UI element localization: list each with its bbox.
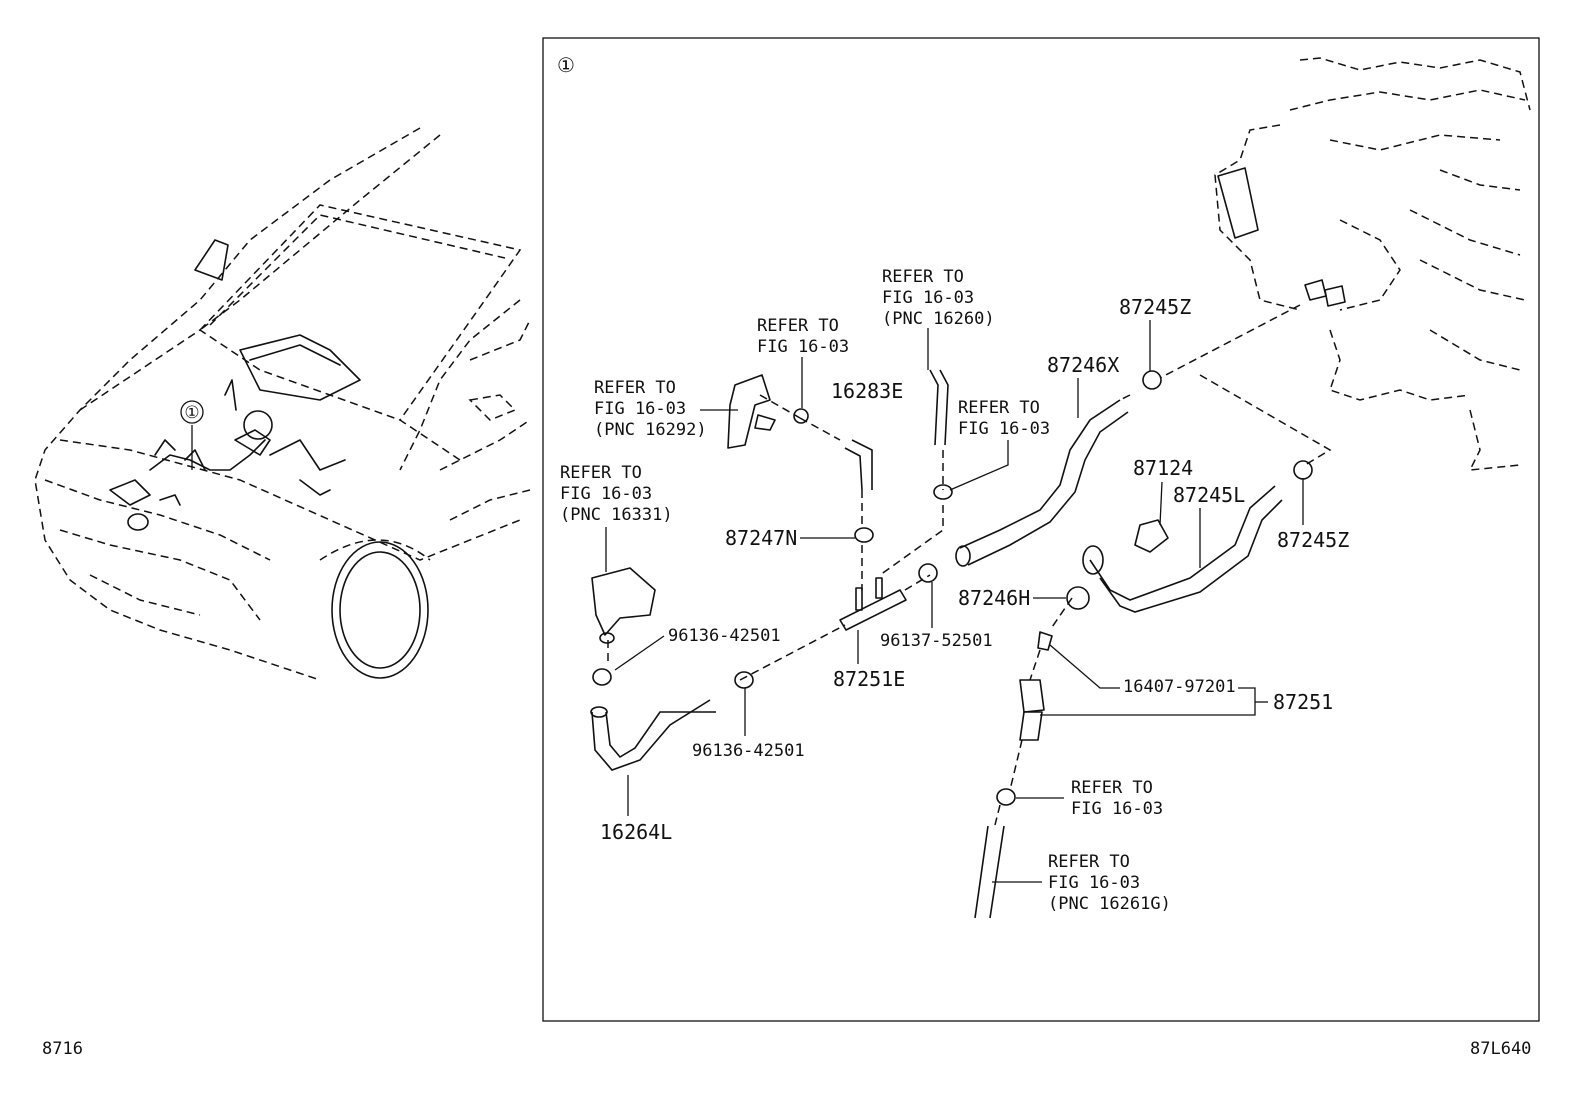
footer-left-code: 8716 xyxy=(42,1039,83,1059)
refer-fig-lower: REFER TO FIG 16-03 xyxy=(1071,778,1163,819)
refer-pnc16292: REFER TO FIG 16-03 (PNC 16292) xyxy=(594,378,707,440)
engine-block xyxy=(1214,57,1531,471)
clamp-16292 xyxy=(793,408,809,424)
bracket-87124 xyxy=(1134,519,1169,553)
part-16407-97201: 16407-97201 xyxy=(1123,677,1236,697)
refer-pnc16331: REFER TO FIG 16-03 (PNC 16331) xyxy=(560,463,673,525)
refer-fig-top: REFER TO FIG 16-03 xyxy=(757,316,849,357)
clamp-96136-42501-a xyxy=(592,668,612,686)
labels: REFER TO FIG 16-03 (PNC 16260) REFER TO … xyxy=(560,267,1349,914)
refer-pnc16261g: REFER TO FIG 16-03 (PNC 16261G) xyxy=(1048,852,1171,914)
clamp-87245Z-right xyxy=(1293,460,1313,480)
hose-87245L xyxy=(1082,485,1283,613)
clamp-87246H xyxy=(1066,586,1090,610)
pipe-87251E xyxy=(839,577,907,631)
part-87245Z-top: 87245Z xyxy=(1119,295,1191,319)
refer-fig-mid: REFER TO FIG 16-03 xyxy=(958,398,1050,439)
hose-87246X xyxy=(955,399,1129,567)
hose-16261G xyxy=(974,825,1005,919)
hose-16283E xyxy=(844,439,873,491)
part-87245L: 87245L xyxy=(1173,483,1245,507)
clamp-96136-42501-b xyxy=(734,671,754,689)
part-96137-52501: 96137-52501 xyxy=(880,631,993,651)
water-valve-16331 xyxy=(591,567,656,644)
part-87247N: 87247N xyxy=(725,526,797,550)
part-87251E: 87251E xyxy=(833,667,905,691)
clamp-16260 xyxy=(933,484,953,500)
clamp-96137-52501 xyxy=(918,563,938,583)
refer-pnc16260: REFER TO FIG 16-03 (PNC 16260) xyxy=(882,267,995,329)
hose-16260 xyxy=(929,369,949,446)
panel-callout: ① xyxy=(557,53,575,77)
part-87246H: 87246H xyxy=(958,586,1030,610)
clamp-87245Z-top xyxy=(1142,370,1162,390)
part-87245Z-right: 87245Z xyxy=(1277,528,1349,552)
part-87246X: 87246X xyxy=(1047,353,1119,377)
part-16264L: 16264L xyxy=(600,820,672,844)
part-87124: 87124 xyxy=(1133,456,1193,480)
clamp-87247N xyxy=(854,527,874,543)
clamp-16261G xyxy=(996,788,1016,806)
detail-panel-frame xyxy=(542,37,1540,1022)
part-16283E: 16283E xyxy=(831,379,903,403)
part-96136-42501-b: 96136-42501 xyxy=(692,741,805,761)
valve-87251 xyxy=(1019,631,1053,741)
part-87251: 87251 xyxy=(1273,690,1333,714)
vehicle-illustration: ① xyxy=(34,127,531,681)
footer-right-code: 87L640 xyxy=(1470,1039,1531,1059)
part-96136-42501-a: 96136-42501 xyxy=(668,626,781,646)
hose-16264L xyxy=(590,699,716,771)
fitting-16292 xyxy=(727,374,776,449)
vehicle-callout: ① xyxy=(184,403,199,423)
